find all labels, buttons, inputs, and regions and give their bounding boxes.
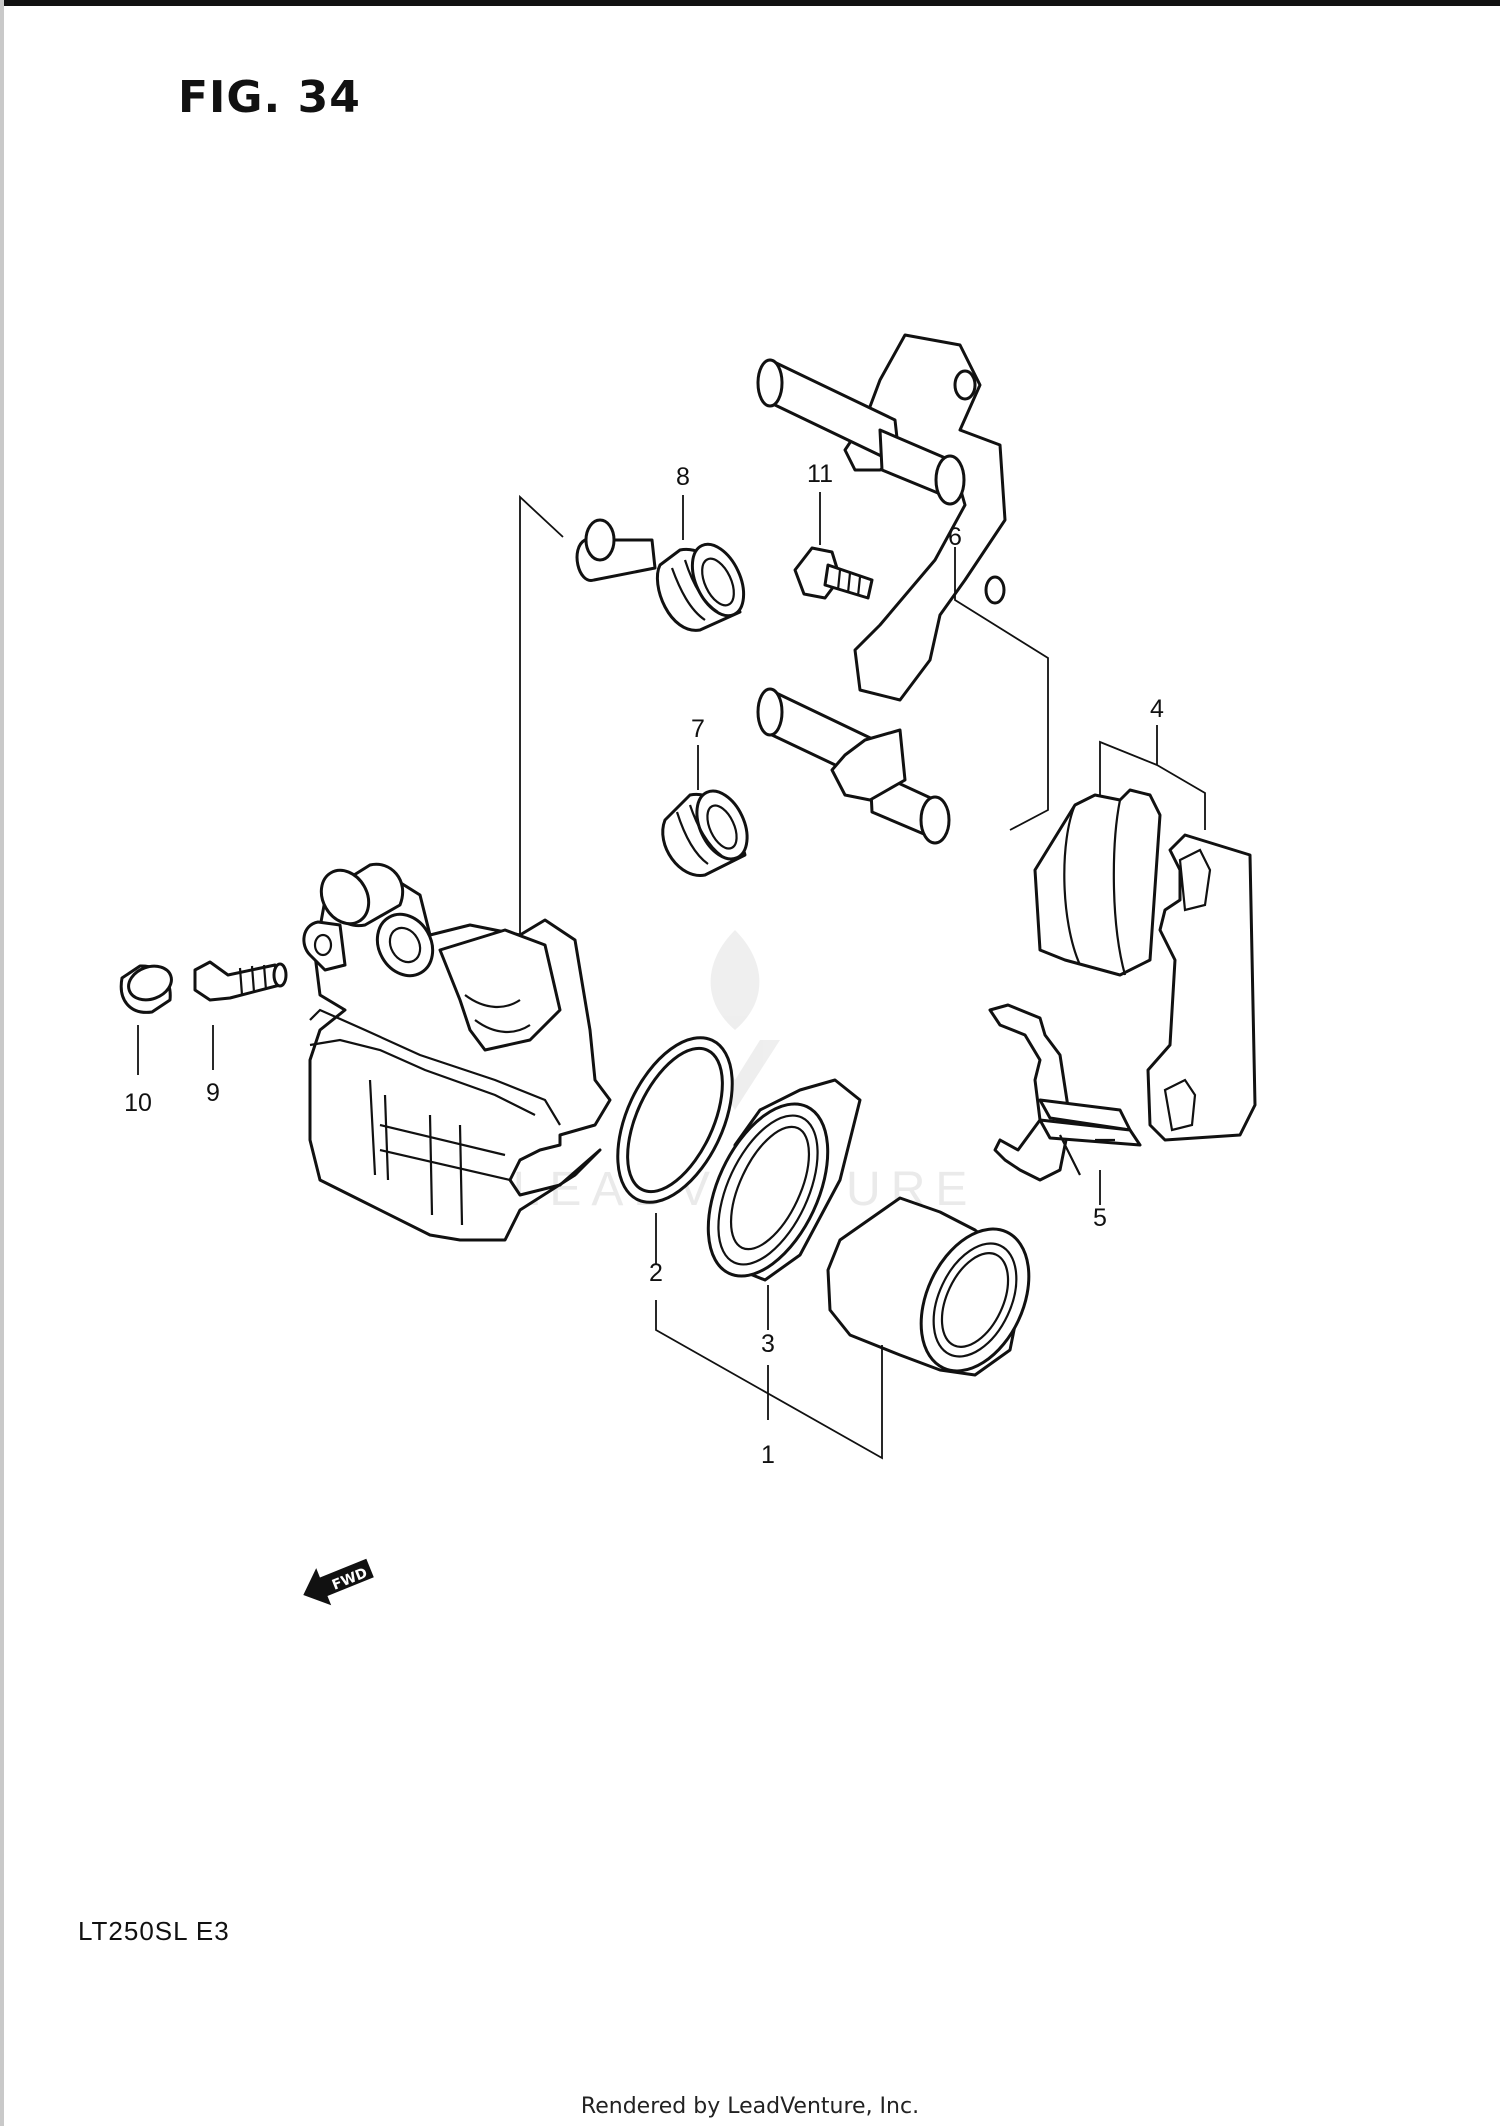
piston — [826, 1196, 1031, 1377]
callout-10: 10 — [124, 1089, 152, 1117]
brake-pad-set — [1033, 788, 1257, 1142]
callout-9: 9 — [206, 1079, 220, 1107]
pin-reference-line — [519, 494, 564, 1000]
pin-with-boot — [575, 518, 746, 632]
scan-edge — [0, 0, 4, 2126]
callout-1: 1 — [761, 1441, 775, 1469]
model-code: LT250SL E3 — [78, 1916, 230, 1946]
figure-title: FIG. 34 — [178, 72, 361, 123]
leader-lines — [137, 492, 1206, 1460]
bleeder-cap — [119, 964, 173, 1014]
bolt — [793, 546, 874, 600]
callout-labels: 8 11 6 7 4 5 9 10 2 3 1 — [124, 460, 1164, 1469]
pad-spring — [988, 1003, 1142, 1182]
callout-3: 3 — [761, 1330, 775, 1358]
forward-arrow-icon: FWD — [303, 1558, 374, 1606]
render-credit: Rendered by LeadVenture, Inc. — [580, 2094, 920, 2119]
callout-11: 11 — [807, 460, 833, 488]
callout-2: 2 — [649, 1259, 663, 1287]
top-border — [0, 0, 1500, 6]
callout-5: 5 — [1093, 1204, 1107, 1232]
callout-4: 4 — [1150, 695, 1164, 723]
piston-seal — [616, 1036, 734, 1204]
boot — [661, 789, 749, 877]
callout-6: 6 — [948, 523, 962, 551]
bleeder-valve — [193, 960, 288, 1002]
caliper-body — [302, 862, 612, 1242]
caliper-holder — [756, 333, 1007, 845]
dust-seal — [706, 1078, 862, 1282]
callout-8: 8 — [676, 463, 690, 491]
callout-7: 7 — [691, 715, 705, 743]
